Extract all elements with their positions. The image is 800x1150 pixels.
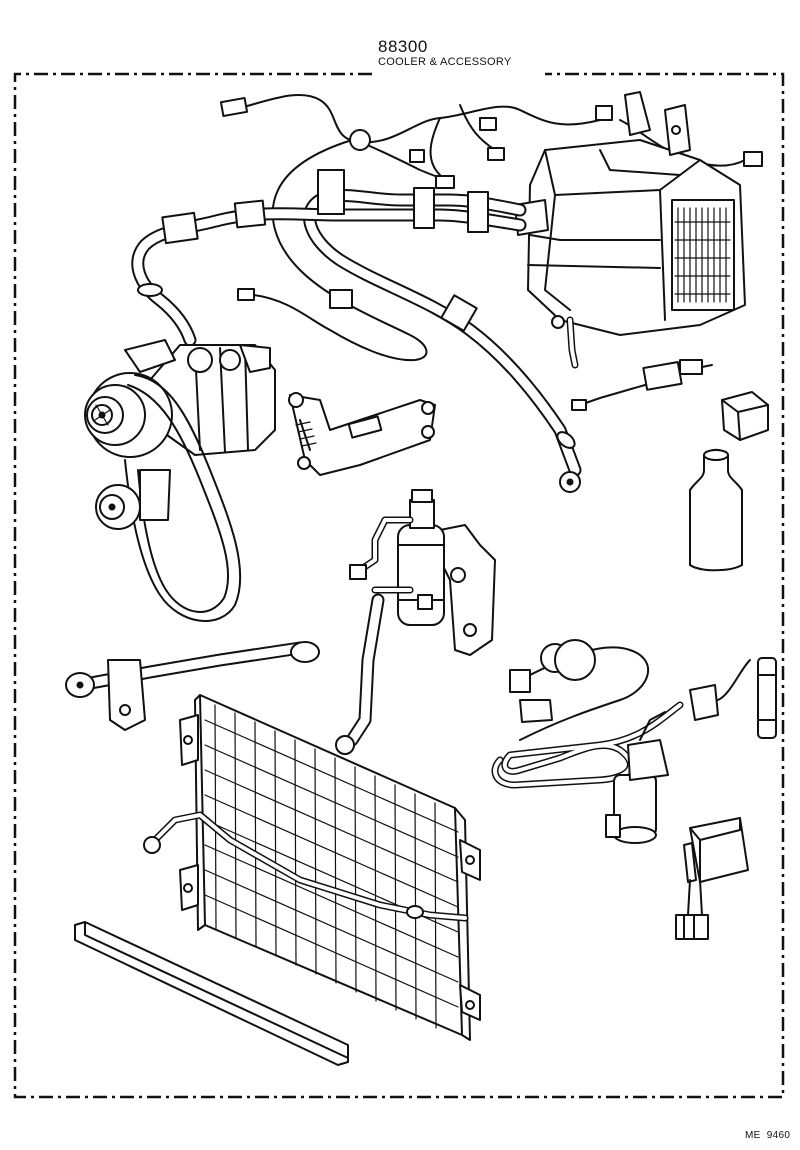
- refrigerant-hoses: [131, 169, 582, 493]
- thermo-sensor: [571, 359, 713, 411]
- evaporator-unit: [514, 91, 746, 369]
- frame-border: [13, 72, 785, 1099]
- discharge-pipe: [65, 641, 320, 731]
- evaporator-fins: [674, 207, 731, 303]
- solenoid-valve: [605, 711, 669, 844]
- relay: [721, 391, 769, 441]
- ac-switch: [675, 817, 749, 940]
- idler-pulley: [95, 469, 171, 530]
- compressor-oil-bottle: [689, 448, 743, 572]
- compressor: [84, 339, 276, 458]
- diagram-header: 88300 COOLER & ACCESSORY: [378, 37, 512, 69]
- part-title: COOLER & ACCESSORY: [378, 56, 512, 68]
- condenser-fins: [204, 704, 459, 1029]
- part-number: 88300: [378, 37, 428, 56]
- v-belt: [124, 374, 242, 622]
- compressor-bracket: [288, 392, 436, 476]
- vacuum-pipe-assembly: [491, 639, 777, 789]
- condenser: [143, 694, 481, 1041]
- seal-strip: [74, 921, 349, 1066]
- liquid-hose: [335, 593, 385, 755]
- receiver-dryer: [349, 489, 496, 656]
- figure-code: ME 9460: [745, 1130, 791, 1141]
